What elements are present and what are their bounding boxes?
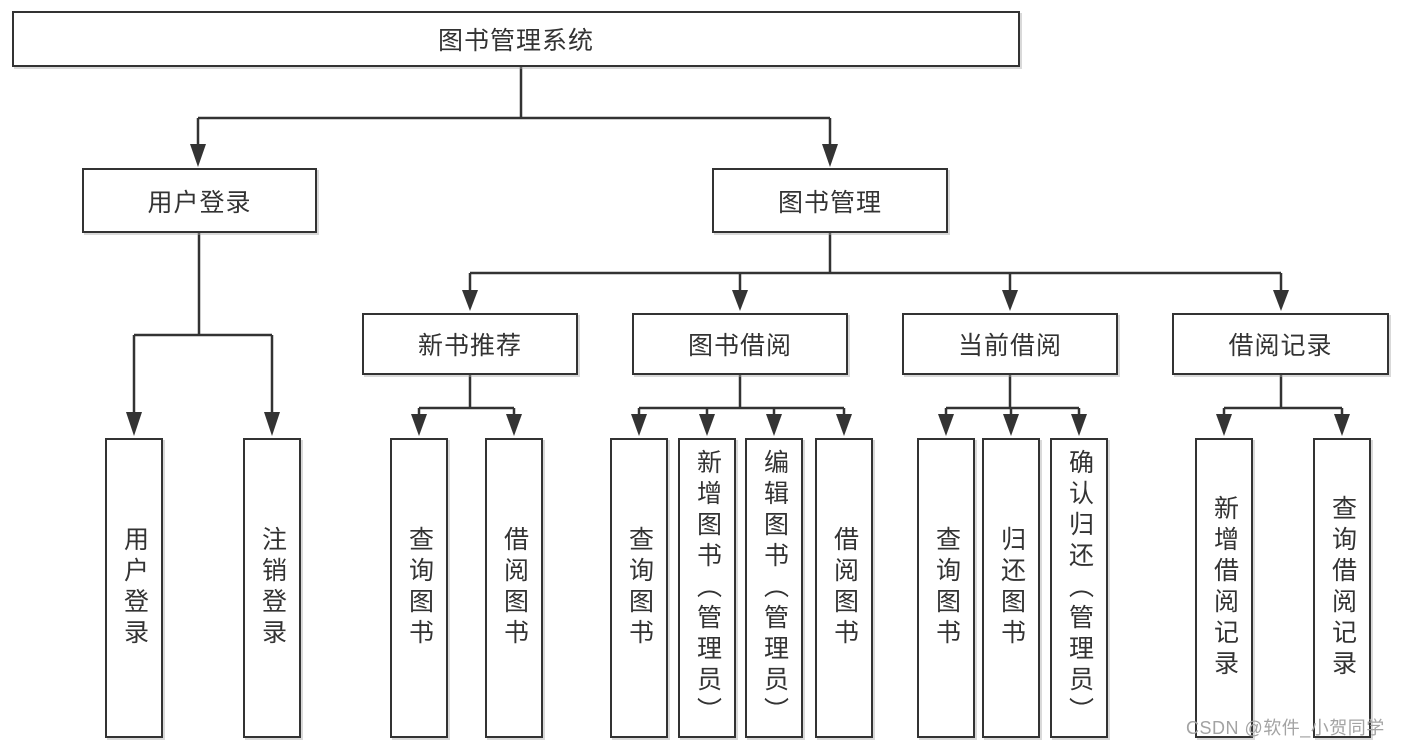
leaf-logout: 注销登录 (243, 438, 301, 738)
node-new-book-recommend: 新书推荐 (362, 313, 578, 375)
connector-user-login-branch (126, 233, 280, 436)
node-label: 查询借阅记录 (1328, 495, 1357, 681)
leaf-return-books: 归还图书 (982, 438, 1040, 738)
leaf-query-books-borrow: 查询图书 (610, 438, 668, 738)
node-label: 查询图书 (625, 526, 654, 650)
node-label: 用户登录 (147, 188, 252, 217)
arrowhead (190, 144, 206, 167)
node-label: 图书管理 (777, 188, 882, 217)
arrowhead (732, 290, 748, 311)
node-label: 新增图书（管理员） (693, 448, 722, 728)
connector-root-to-level2 (190, 67, 838, 167)
arrowhead (411, 414, 427, 436)
node-library-management-system: 图书管理系统 (12, 11, 1020, 67)
arrowhead (506, 414, 522, 436)
node-book-management: 图书管理 (712, 168, 948, 233)
node-label: 新增借阅记录 (1210, 495, 1239, 681)
leaf-query-borrow-record: 查询借阅记录 (1313, 438, 1371, 738)
node-label: 用户登录 (120, 526, 149, 650)
connector-book-management-branch (462, 233, 1289, 311)
leaf-confirm-return-admin: 确认归还（管理员） (1050, 438, 1108, 738)
node-current-borrow: 当前借阅 (902, 313, 1118, 375)
leaf-borrow-books: 借阅图书 (815, 438, 873, 738)
node-label: 图书管理系统 (437, 27, 594, 55)
node-label: 借阅记录 (1228, 332, 1333, 360)
connector-current-borrow-branch (938, 375, 1087, 436)
node-label: 借阅图书 (500, 526, 529, 650)
arrowhead (699, 414, 715, 436)
node-label: 图书借阅 (687, 332, 792, 360)
node-label: 查询图书 (932, 526, 961, 650)
arrowhead (126, 412, 142, 436)
connector-new-book-recommend-branch (411, 375, 522, 436)
node-label: 新书推荐 (417, 332, 522, 360)
node-label: 当前借阅 (957, 332, 1062, 360)
arrowhead (822, 144, 838, 167)
node-user-login: 用户登录 (82, 168, 317, 233)
node-label: 查询图书 (405, 526, 434, 650)
arrowhead (264, 412, 280, 436)
leaf-query-books-current: 查询图书 (917, 438, 975, 738)
arrowhead (766, 414, 782, 436)
leaf-user-login: 用户登录 (105, 438, 163, 738)
connector-borrow-record-branch (1216, 375, 1350, 436)
node-borrow-record: 借阅记录 (1172, 313, 1389, 375)
node-label: 借阅图书 (830, 526, 859, 650)
arrowhead (1273, 290, 1289, 311)
arrowhead (462, 290, 478, 311)
arrowhead (938, 414, 954, 436)
csdn-watermark: CSDN @软件_小贺同学 (1186, 718, 1385, 738)
arrowhead (1003, 414, 1019, 436)
arrowhead (1216, 414, 1232, 436)
node-label: 编辑图书（管理员） (760, 448, 789, 728)
arrowhead (1334, 414, 1350, 436)
leaf-add-borrow-record: 新增借阅记录 (1195, 438, 1253, 738)
node-label: 归还图书 (997, 526, 1026, 650)
leaf-query-books-recommend: 查询图书 (390, 438, 448, 738)
arrowhead (631, 414, 647, 436)
connector-book-borrow-branch (631, 375, 852, 436)
node-label: 注销登录 (258, 526, 287, 650)
arrowhead (1002, 290, 1018, 311)
leaf-borrow-books-recommend: 借阅图书 (485, 438, 543, 738)
leaf-edit-books-admin: 编辑图书（管理员） (745, 438, 803, 738)
node-book-borrow: 图书借阅 (632, 313, 848, 375)
node-label: 确认归还（管理员） (1065, 448, 1094, 728)
arrowhead (1071, 414, 1087, 436)
arrowhead (836, 414, 852, 436)
leaf-add-books-admin: 新增图书（管理员） (678, 438, 736, 738)
